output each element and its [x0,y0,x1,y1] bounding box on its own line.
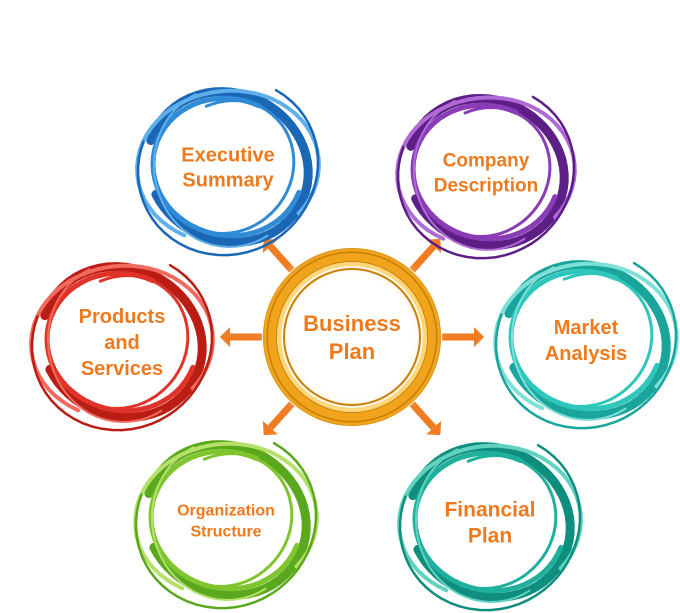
market-analysis-label-line: Analysis [545,343,627,365]
organization-structure-label-line: Organization [177,502,275,519]
arrow-head [474,327,484,347]
center-ring [263,248,441,426]
organization-structure-swirl-stroke [192,451,294,589]
organization-structure-swirl-stroke [148,448,300,592]
center-label-line: Plan [329,339,375,364]
company-description-swirl-stroke [453,105,552,239]
arrow-to-market-analysis [442,327,484,347]
products-and-services-swirl-stroke [46,268,163,424]
company-description-swirl-stroke [396,95,576,260]
arrow-head [262,238,278,253]
market-analysis-label-line: Market [554,317,619,339]
products-and-services-swirl-stroke [44,270,196,414]
arrow-to-products-and-services [220,327,262,347]
arrow-head [262,421,278,436]
executive-summary-swirl-stroke [136,88,320,257]
center-label-line: Business [303,311,401,336]
center-ring [268,253,436,421]
center-ring [283,268,421,406]
executive-summary-label-line: Executive [181,145,274,167]
arrow-head [426,421,442,436]
company-description-swirl-stroke [410,102,558,242]
products-and-services-swirl-stroke [30,263,214,432]
organization-structure-swirl-stroke [150,446,267,602]
financial-plan-label-line: Plan [468,525,512,548]
financial-plan-swirl-stroke [456,453,558,591]
company-description-label-line: Description [434,175,539,196]
executive-summary-swirl-stroke [152,93,269,249]
arrow-head [220,327,230,347]
executive-summary-swirl-stroke [194,98,296,236]
market-analysis-swirl-stroke [510,266,627,422]
company-description-swirl-stroke [412,100,526,251]
products-and-services-label-line: Products [79,306,166,328]
financial-plan-swirl-stroke [414,448,531,604]
arrow-to-company-description [409,238,442,273]
arrow-to-financial-plan [409,401,442,436]
executive-summary-swirl-stroke [150,95,302,239]
financial-plan-swirl-stroke [398,443,582,612]
executive-summary-label-line: Summary [182,170,274,192]
products-and-services-label-line: and [104,332,140,354]
financial-plan-label-line: Financial [444,499,535,522]
financial-plan-swirl-stroke [412,450,564,594]
center-ring [277,262,427,412]
market-analysis-swirl-stroke [552,271,654,409]
products-and-services-label-line: Services [81,358,163,380]
company-description-label-line: Company [443,150,530,171]
arrow-to-organization-structure [262,401,295,436]
organization-structure-swirl-stroke [134,441,318,610]
market-analysis-swirl-stroke [508,268,660,412]
products-and-services-swirl-stroke [88,273,190,411]
market-analysis-swirl-stroke [494,261,678,430]
organization-structure-label-line: Structure [190,523,261,540]
